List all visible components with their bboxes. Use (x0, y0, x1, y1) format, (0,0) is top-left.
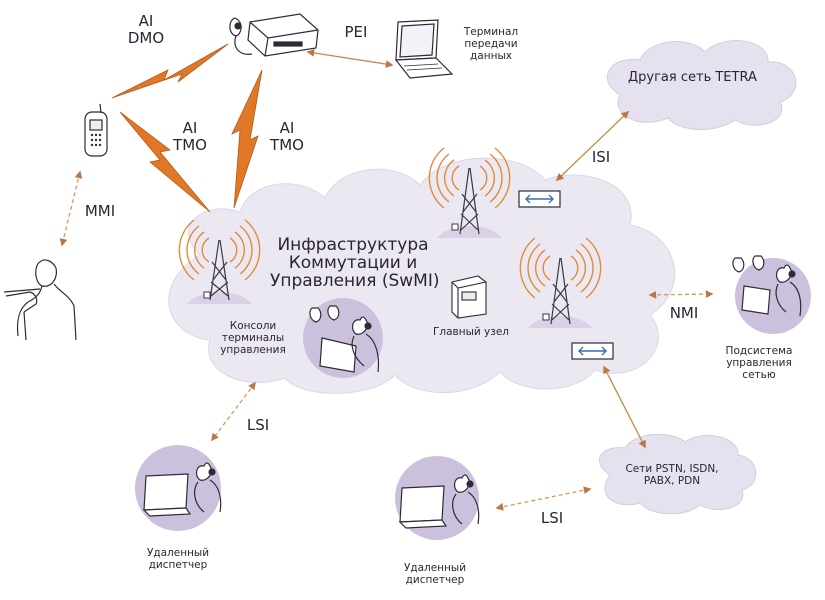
gateway-top-icon (518, 190, 561, 208)
person-icon (3, 259, 77, 341)
lsi-left-link (211, 381, 256, 442)
lightning-dmo-icon (111, 43, 229, 99)
lightning-tmo-left-icon (119, 111, 211, 213)
pstn-link (603, 365, 646, 449)
link-lines (306, 49, 646, 449)
pei-link (306, 49, 394, 68)
tower-right-icon (519, 237, 602, 328)
lsi-left-label: LSI (246, 416, 270, 434)
operator-remote-right-icon (398, 474, 480, 529)
mmi-label: MMI (84, 202, 116, 220)
remote-left-label: Удаленный диспетчер (146, 547, 210, 572)
isi-label: ISI (591, 148, 611, 166)
operator-nms-icon (732, 255, 802, 317)
gateway-bottom-icon (571, 342, 614, 360)
nmi-label: NMI (669, 304, 699, 322)
data-terminal-label: Терминал передачи данных (463, 26, 519, 63)
lsi-right-label: LSI (540, 509, 564, 527)
ai-dmo-label: AI DMO (127, 12, 165, 48)
lsi-right-link (495, 486, 592, 511)
nmi-link (648, 290, 714, 299)
lightning-tmo-right-icon (231, 69, 263, 209)
mobile-phone-icon (84, 103, 108, 157)
lightning-bolts (111, 43, 263, 213)
operator-remote-left-icon (142, 462, 222, 517)
other-tetra-cloud (607, 40, 797, 131)
tower-left-icon (178, 219, 261, 304)
operator-console-icon (309, 305, 380, 373)
other-tetra-label: Другая сеть TETRA (628, 70, 757, 85)
pei-label: PEI (344, 23, 368, 41)
network-mgmt-label: Подсистема управления сетью (725, 345, 793, 382)
remote-right-label: Удаленный диспетчер (403, 562, 467, 587)
ai-tmo-right-label: AI TMO (270, 119, 304, 155)
swmi-cloud (168, 157, 676, 394)
radio-unit-icon (229, 13, 319, 57)
isi-link (555, 110, 630, 182)
pstn-label: Сети PSTN, ISDN, PABX, PDN (625, 463, 719, 488)
server-icon (451, 275, 487, 319)
consoles-label: Консоли терминалы управления (220, 320, 286, 357)
laptop-icon (394, 19, 454, 79)
ai-tmo-left-label: AI TMO (173, 119, 207, 155)
swmi-title: Инфраструктура Коммутации и Управления (… (270, 235, 440, 291)
dashed-links (59, 170, 714, 511)
main-node-label: Главный узел (432, 326, 510, 338)
mmi-link (59, 170, 83, 247)
tower-top-icon (428, 147, 511, 238)
